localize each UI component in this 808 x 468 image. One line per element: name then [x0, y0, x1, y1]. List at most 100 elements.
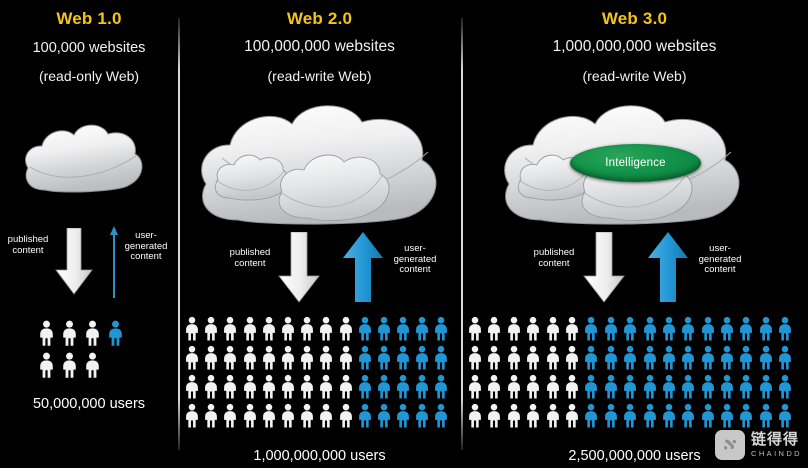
column-title-web1: Web 1.0 [56, 9, 122, 28]
person-icon [643, 374, 656, 399]
person-icon [435, 403, 448, 428]
person-icon [469, 403, 481, 428]
person-icon [243, 403, 256, 428]
person-icon [377, 374, 390, 399]
person-icon [721, 345, 733, 370]
person-icon [682, 403, 695, 428]
person-icon [721, 316, 733, 341]
person-icon [779, 345, 792, 370]
person-icon [301, 345, 314, 370]
person-icon [40, 352, 53, 378]
person-icon [301, 374, 314, 399]
published-content-arrow-web2 [278, 232, 320, 303]
person-icon [243, 316, 256, 341]
person-icon [282, 316, 294, 341]
person-icon [740, 403, 753, 428]
person-icon [358, 403, 371, 428]
person-icon [186, 403, 198, 428]
person-icon [339, 403, 352, 428]
person-icon [205, 345, 218, 370]
person-icon [416, 374, 429, 399]
person-icon [566, 345, 578, 370]
person-icon [740, 316, 753, 341]
person-icon [358, 374, 371, 399]
watermark-en-text: CHAINDD [751, 449, 802, 459]
person-icon [546, 403, 559, 428]
person-icon [721, 374, 733, 399]
column-title-web2: Web 2.0 [286, 9, 353, 28]
person-icon [397, 345, 409, 370]
person-icon [86, 320, 99, 346]
person-icon [701, 345, 714, 370]
people-grid-web3 [467, 316, 803, 428]
person-icon [507, 316, 520, 341]
person-icon [585, 345, 598, 370]
person-icon [320, 345, 333, 370]
person-icon [585, 316, 598, 341]
person-icon [701, 374, 714, 399]
person-icon [624, 316, 637, 341]
person-icon [662, 316, 675, 341]
person-icon [624, 374, 637, 399]
person-icon [507, 403, 520, 428]
column-mode-web2: (read-write Web) [267, 68, 372, 84]
column-title-web3: Web 3.0 [601, 9, 668, 28]
person-icon [416, 345, 429, 370]
person-icon [377, 403, 390, 428]
person-icon [779, 316, 792, 341]
person-icon [740, 345, 753, 370]
user-count-web2: 1,000,000,000 users [253, 448, 386, 464]
person-icon [397, 374, 409, 399]
user-count-web3: 2,500,000,000 users [568, 448, 701, 464]
person-icon [759, 345, 772, 370]
person-icon [662, 374, 675, 399]
person-icon [527, 374, 540, 399]
person-icon [262, 374, 275, 399]
person-icon [566, 374, 578, 399]
person-icon [682, 345, 695, 370]
person-icon [507, 345, 520, 370]
user-generated-label-web2: user- generated content [393, 243, 437, 276]
user-generated-label-web1: user- generated content [124, 230, 168, 263]
person-icon [469, 316, 481, 341]
person-icon [320, 374, 333, 399]
person-icon [40, 320, 53, 346]
person-icon [779, 374, 792, 399]
person-icon [604, 345, 617, 370]
person-icon [377, 316, 390, 341]
person-icon [339, 345, 352, 370]
person-icon [488, 316, 501, 341]
person-icon [469, 374, 481, 399]
cloud-web2 [192, 98, 448, 235]
person-icon [566, 316, 578, 341]
person-icon [205, 403, 218, 428]
person-icon [282, 374, 294, 399]
person-icon [721, 403, 733, 428]
person-icon [320, 403, 333, 428]
person-icon [86, 352, 99, 378]
user-generated-arrow-web2 [343, 232, 383, 302]
people-row [184, 374, 456, 399]
published-content-arrow-web1 [55, 228, 93, 295]
person-icon [527, 345, 540, 370]
people-row [184, 316, 456, 341]
person-icon [109, 320, 122, 346]
people-row [467, 403, 803, 428]
watermark-cn-text: 链得得 [751, 431, 800, 449]
column-mode-web1: (read-only Web) [38, 68, 140, 84]
person-icon [701, 316, 714, 341]
people-row [38, 352, 148, 378]
people-row [467, 316, 803, 341]
person-icon [377, 345, 390, 370]
column-web3: Web 3.0 1,000,000,000 websites (read-wri… [461, 0, 808, 468]
person-icon [662, 345, 675, 370]
person-icon [585, 403, 598, 428]
person-icon [740, 374, 753, 399]
chaindd-logo-icon [715, 430, 746, 460]
person-icon [262, 316, 275, 341]
person-icon [301, 316, 314, 341]
person-icon [397, 316, 409, 341]
person-icon [527, 403, 540, 428]
person-icon [282, 403, 294, 428]
people-row [467, 345, 803, 370]
